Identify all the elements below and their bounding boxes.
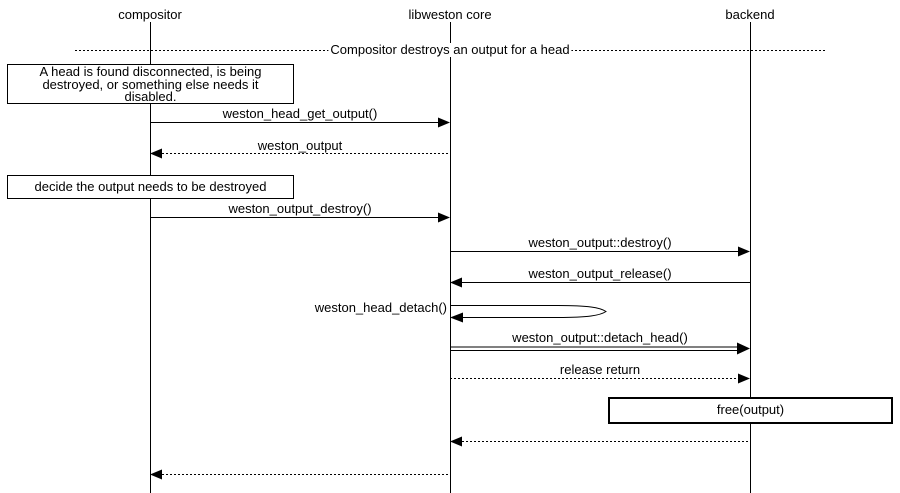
arrow-return-core-to-compositor bbox=[150, 469, 450, 480]
actor-compositor: compositor bbox=[118, 7, 182, 22]
label-weston-output-return: weston_output bbox=[257, 138, 343, 153]
label-weston-output-release: weston_output_release() bbox=[528, 266, 672, 281]
actor-libweston-core: libweston core bbox=[408, 7, 492, 22]
label-weston-output-destroy-vfunc: weston_output::destroy() bbox=[528, 235, 672, 250]
label-weston-head-get-output: weston_head_get_output() bbox=[222, 106, 378, 121]
label-weston-output-detach-head: weston_output::detach_head() bbox=[512, 330, 688, 345]
note-line-3: disabled. bbox=[124, 89, 177, 104]
divider-label: Compositor destroys an output for a head bbox=[328, 42, 572, 57]
note-line-2: destroyed, or something else needs it bbox=[42, 76, 259, 92]
label-weston-head-detach: weston_head_detach() bbox=[314, 300, 447, 315]
label-weston-output-destroy: weston_output_destroy() bbox=[228, 201, 372, 216]
arrow-weston-head-detach-self bbox=[450, 305, 607, 323]
label-release-return: release return bbox=[559, 362, 641, 377]
arrow-weston-output-release bbox=[450, 277, 750, 288]
arrow-return-backend-to-core bbox=[450, 436, 750, 447]
arrow-weston-output-destroy bbox=[150, 212, 450, 223]
note-line-1: A head is found disconnected, is being bbox=[39, 64, 262, 79]
arrow-weston-head-get-output bbox=[150, 117, 450, 128]
note-decide-destroy: decide the output needs to be destroyed bbox=[7, 175, 294, 199]
note-free-output: free(output) bbox=[608, 397, 893, 424]
arrow-weston-output-destroy-vfunc bbox=[450, 246, 750, 257]
arrow-weston-output-detach-head bbox=[450, 342, 750, 355]
actor-backend: backend bbox=[725, 7, 775, 22]
arrow-weston-output-return bbox=[150, 148, 450, 159]
note-head-disconnected: A head is found disconnected, is being d… bbox=[7, 64, 294, 104]
arrow-release-return bbox=[450, 373, 750, 384]
